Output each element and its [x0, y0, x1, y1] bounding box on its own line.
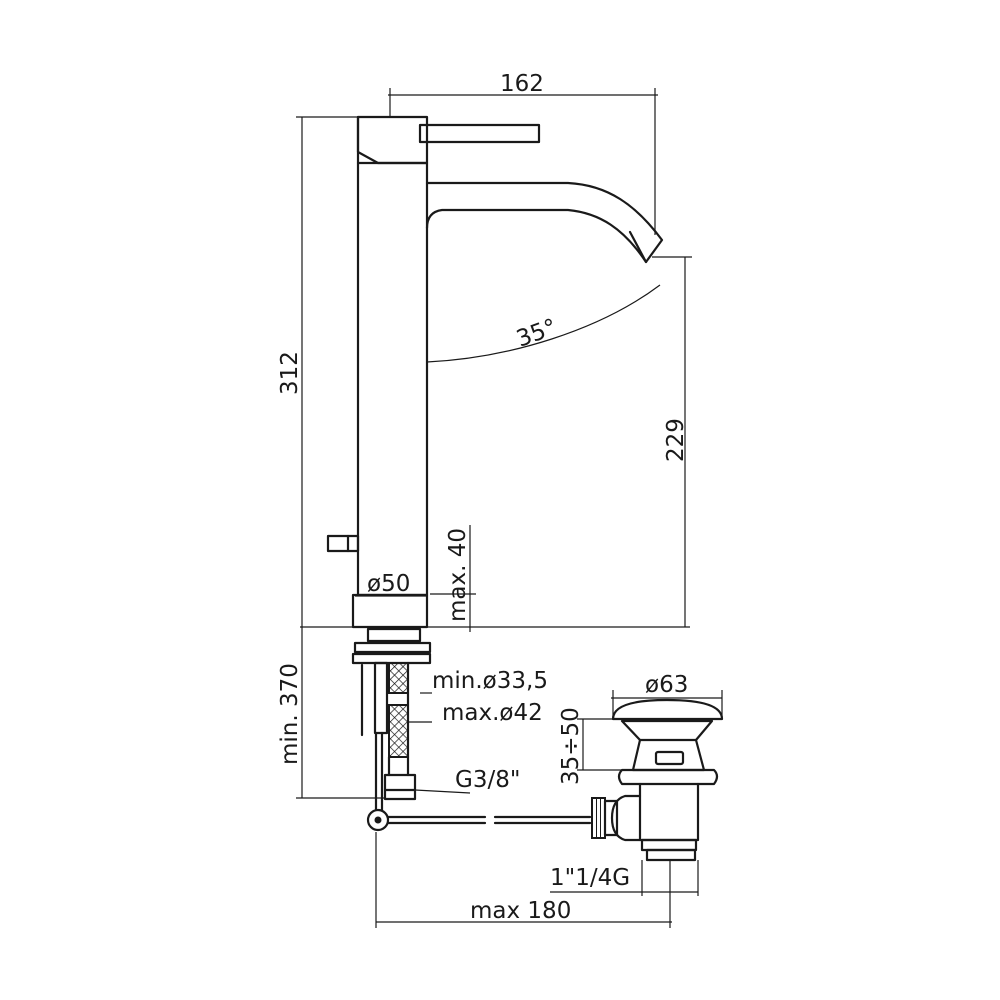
label-total-height: 312	[277, 351, 303, 395]
label-spout-angle: 35°	[513, 314, 560, 352]
base-collar	[351, 593, 429, 629]
rod-knurled-nut	[591, 797, 606, 839]
pop-up-waste	[591, 698, 724, 862]
waste-locknut	[617, 768, 719, 786]
faucet-column	[356, 161, 429, 597]
label-spout-height: 229	[663, 418, 689, 462]
label-min-installation-height: min. 370	[277, 663, 303, 765]
under-deck-assembly	[351, 627, 592, 832]
faucet-body	[326, 115, 664, 629]
popup-knob	[326, 534, 360, 553]
label-waste-diameter: ø63	[645, 672, 688, 698]
label-overall-reach: 162	[500, 71, 544, 97]
label-body-diameter: ø50	[367, 571, 410, 597]
dimension-lines	[296, 88, 723, 928]
lever-handle	[418, 123, 541, 144]
label-waste-thread: 1"1/4G	[550, 865, 630, 891]
cartridge-cap	[356, 115, 429, 165]
label-hose-connection: G3/8"	[455, 767, 520, 793]
spout	[425, 181, 664, 264]
label-max-deck-thickness: max. 40	[445, 528, 471, 622]
label-max-rod-length: max 180	[470, 898, 571, 924]
waste-slot	[654, 750, 685, 766]
pivot-joint	[366, 808, 390, 832]
hose-nut	[383, 773, 417, 801]
label-waste-height: 35÷50	[558, 707, 584, 785]
dimension-labels: 162 312 229 35° ø50 max. 40 min. 370 min…	[277, 71, 689, 924]
label-min-hole-diameter: min.ø33,5	[432, 668, 548, 694]
label-max-hole-diameter: max.ø42	[442, 700, 543, 726]
braided-hose	[388, 662, 409, 694]
